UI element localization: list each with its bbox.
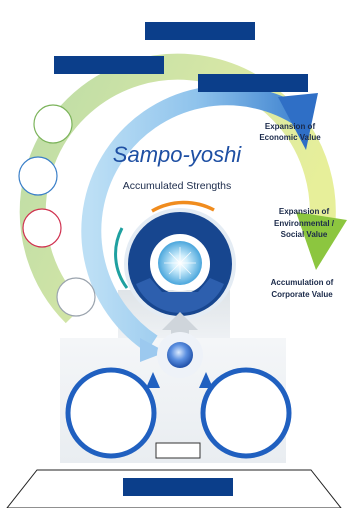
right-loop-arrowhead (199, 372, 213, 388)
right-loop (200, 367, 292, 459)
inner-ring-tail (140, 338, 166, 362)
strengths-base (136, 278, 224, 313)
inner-ring-arrowhead (278, 93, 318, 150)
environmental-social-value-label: Expansion of Environmental / Social Valu… (262, 206, 346, 241)
teal-arc (114, 227, 129, 289)
left-loop (65, 367, 157, 459)
diagram-title: Sampo-yoshi (112, 142, 242, 167)
core-rays (164, 247, 196, 279)
env-social-line-3: Social Value (280, 230, 328, 239)
outer-ring-arrowhead (296, 212, 347, 270)
side-circle-2 (18, 156, 58, 196)
left-loop-arrowhead (146, 372, 160, 388)
right-header-bar (198, 74, 308, 92)
corporate-value-label: Accumulation of Corporate Value (258, 277, 346, 301)
top-header-bar (145, 22, 255, 40)
corporate-value-line-1: Accumulation of (270, 278, 334, 287)
seed-circle (167, 342, 193, 368)
side-circle-3 (22, 208, 62, 248)
env-social-line-1: Expansion of (278, 207, 330, 216)
side-circle-4 (56, 277, 96, 317)
env-social-line-2: Environmental / (273, 218, 334, 228)
orange-arc (151, 200, 215, 213)
economic-value-label: Expansion of Economic Value (240, 121, 340, 143)
accumulated-strengths-label: Accumulated Strengths (122, 180, 232, 192)
small-box (155, 442, 201, 459)
side-circle-1 (33, 104, 73, 144)
left-header-bar (54, 56, 164, 74)
corporate-value-line-2: Corporate Value (271, 290, 333, 299)
bottom-header-bar (123, 478, 233, 496)
economic-value-line-1: Expansion of (264, 122, 316, 131)
inner-ring (81, 85, 308, 353)
economic-value-line-2: Economic Value (259, 133, 321, 142)
